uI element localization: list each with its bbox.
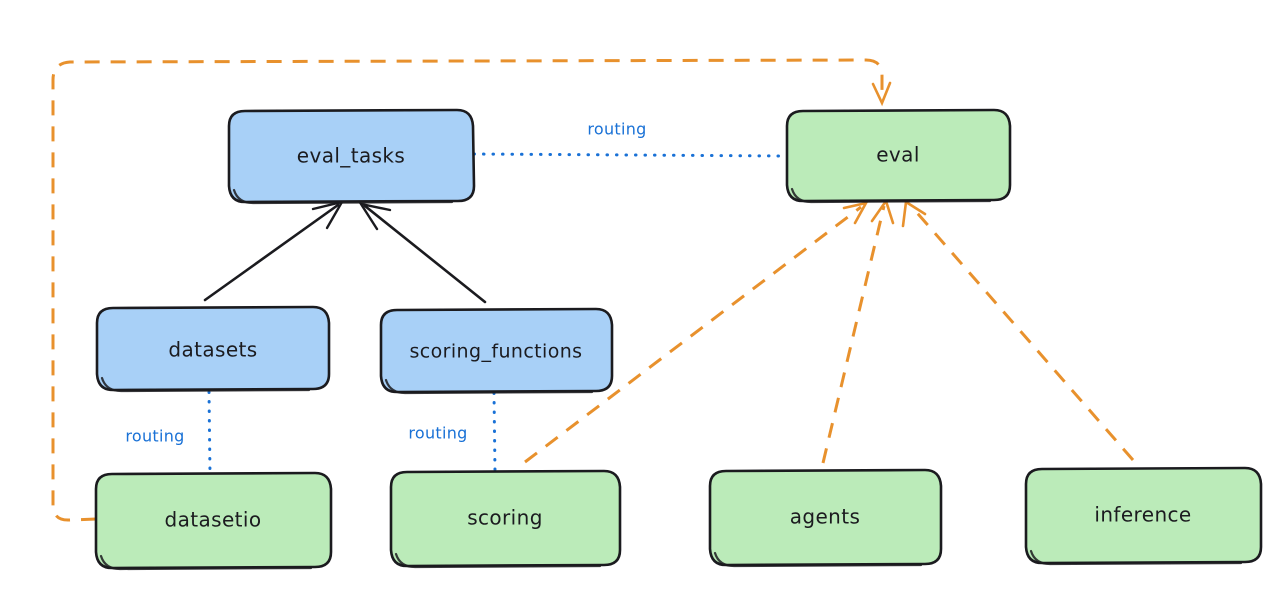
node-label-eval: eval bbox=[876, 143, 920, 167]
edge-label-routing-eval-tasks: routing bbox=[587, 120, 646, 139]
node-label-scoring: scoring bbox=[467, 506, 543, 530]
edge-datasets-eval-tasks bbox=[203, 200, 345, 302]
edge-datasets-datasetio bbox=[207, 390, 212, 475]
edge-scoring-functions-scoring bbox=[492, 391, 497, 473]
edge-label-routing-scoring-functions: routing bbox=[408, 424, 467, 443]
edge-eval-tasks-eval bbox=[472, 152, 788, 158]
node-label-eval-tasks: eval_tasks bbox=[297, 144, 405, 168]
node-inference[interactable]: inference bbox=[1024, 466, 1263, 566]
node-eval-tasks[interactable]: eval_tasks bbox=[227, 108, 476, 205]
node-datasets[interactable]: datasets bbox=[95, 305, 331, 393]
edge-inference-eval bbox=[901, 199, 1135, 461]
edge-agents-eval bbox=[821, 198, 895, 464]
node-label-datasets: datasets bbox=[168, 338, 257, 362]
node-label-scoring-functions: scoring_functions bbox=[410, 341, 583, 363]
node-scoring[interactable]: scoring bbox=[389, 469, 622, 569]
edge-scoring-functions-eval-tasks bbox=[358, 202, 487, 304]
node-label-agents: agents bbox=[790, 505, 861, 529]
edge-scoring-eval bbox=[524, 201, 869, 464]
node-label-inference: inference bbox=[1094, 503, 1191, 527]
node-scoring-functions[interactable]: scoring_functions bbox=[379, 307, 614, 395]
edge-datasetio-eval bbox=[51, 58, 892, 522]
node-datasetio[interactable]: datasetio bbox=[94, 471, 333, 571]
node-agents[interactable]: agents bbox=[708, 468, 943, 568]
edge-label-routing-datasets: routing bbox=[125, 427, 184, 446]
node-label-datasetio: datasetio bbox=[164, 508, 261, 532]
node-eval[interactable]: eval bbox=[785, 108, 1012, 204]
